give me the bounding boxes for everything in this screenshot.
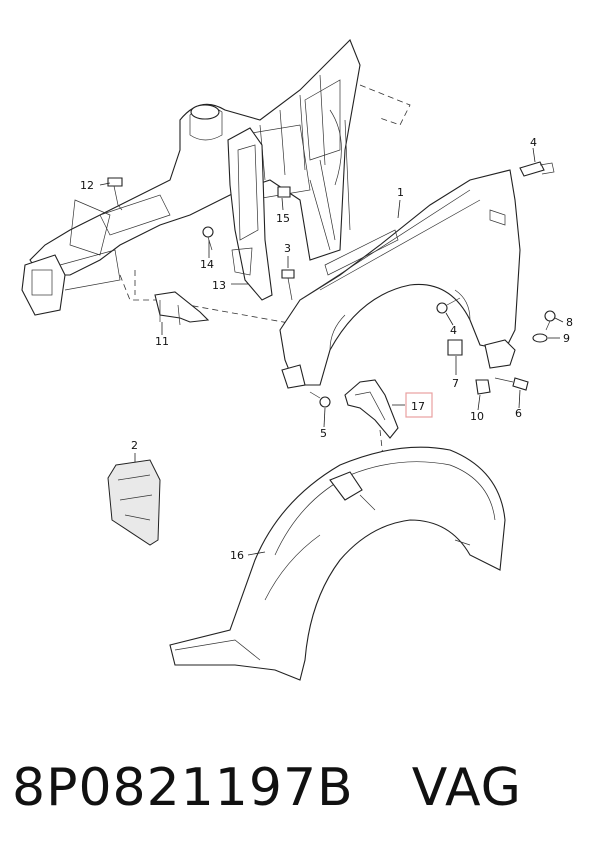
callout-9: 9: [563, 332, 570, 345]
brand-name: VAG: [411, 758, 522, 818]
fasteners: [107, 161, 556, 408]
part-caption: 8P0821197B VAG: [12, 748, 522, 828]
callout-1: 1: [397, 186, 404, 199]
callout-labels: 1 2 3 4 4 5 6 7 8 9 10 11 12 13 14 15 16…: [80, 136, 573, 562]
part-13-bracket: [227, 127, 273, 301]
callout-12: 12: [80, 179, 94, 192]
callout-6: 6: [515, 407, 522, 420]
callout-3: 3: [284, 242, 291, 255]
body-frame-structure: [21, 39, 361, 316]
leader-lines: [99, 147, 564, 556]
callout-8: 8: [566, 316, 573, 329]
callout-15: 15: [276, 212, 290, 225]
callout-4-top: 4: [530, 136, 537, 149]
callout-16: 16: [230, 549, 244, 562]
callout-5: 5: [320, 427, 327, 440]
part-1-front-fender: [279, 169, 521, 389]
callout-4-mid: 4: [450, 324, 457, 337]
callout-10: 10: [470, 410, 484, 423]
callout-11: 11: [155, 335, 169, 348]
callout-2: 2: [131, 439, 138, 452]
part-2-foam-block: [107, 459, 161, 546]
exploded-parts-diagram: 1 2 3 4 4 5 6 7 8 9 10 11 12 13 14 15 16…: [21, 39, 573, 681]
callout-7: 7: [452, 377, 459, 390]
part-number: 8P0821197B: [12, 758, 354, 818]
part-17-highlight-box: [405, 392, 433, 418]
part-17-bracket: [344, 379, 399, 439]
part-16-wheel-liner: [169, 446, 506, 681]
callout-14: 14: [200, 258, 214, 271]
callout-17: 17: [411, 400, 425, 413]
callout-13: 13: [212, 279, 226, 292]
